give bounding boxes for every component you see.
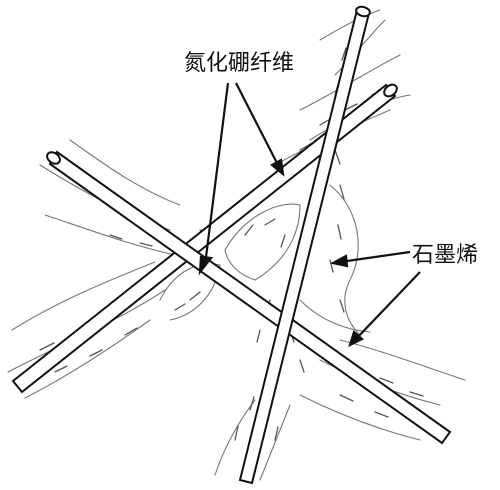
label-bn-fiber: 氮化硼纤维 [184,51,294,76]
label-graphene: 石墨烯 [412,243,478,268]
fiber-a [11,83,398,394]
fiber-b [46,150,452,445]
graphene-arrow-1 [329,250,411,268]
bn-arrow-1 [198,82,230,276]
bn-arrow-2 [235,82,285,177]
bn-fibers [11,5,452,485]
leader-arrows [198,82,421,348]
fiber-c [238,5,371,485]
graphene-arrow-2 [348,271,421,348]
